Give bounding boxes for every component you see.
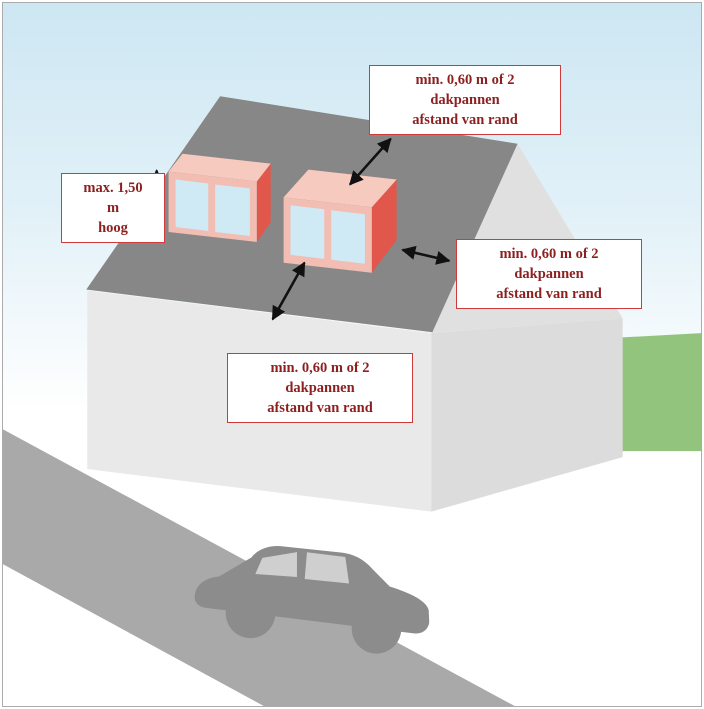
dormer-left-top: [168, 153, 271, 182]
house-side-wall: [431, 318, 623, 512]
car-window-rear: [304, 552, 350, 584]
car-silhouette: [194, 546, 430, 654]
car-window-front: [255, 552, 297, 578]
dormer-right-window-2: [331, 210, 365, 264]
dormer-left-side: [256, 163, 271, 242]
dormer-left-window-2: [215, 184, 250, 237]
label-bottom-edge-distance: min. 0,60 m of 2 dakpannen afstand van r…: [227, 353, 413, 423]
arrow-top-distance: [349, 137, 392, 186]
grass-patch: [607, 333, 701, 452]
label-top-edge-distance: min. 0,60 m of 2 dakpannen afstand van r…: [369, 65, 561, 135]
arrow-side-distance: [401, 245, 451, 265]
dormer-right-side: [371, 179, 397, 273]
dormer-left-window-1: [175, 179, 209, 232]
car-body: [194, 546, 430, 634]
dormer-right-window-1: [290, 205, 325, 259]
label-side-edge-distance: min. 0,60 m of 2 dakpannen afstand van r…: [456, 239, 642, 309]
label-dormer-max-height: max. 1,50 m hoog: [61, 173, 165, 243]
arrow-bottom-distance: [271, 261, 306, 321]
